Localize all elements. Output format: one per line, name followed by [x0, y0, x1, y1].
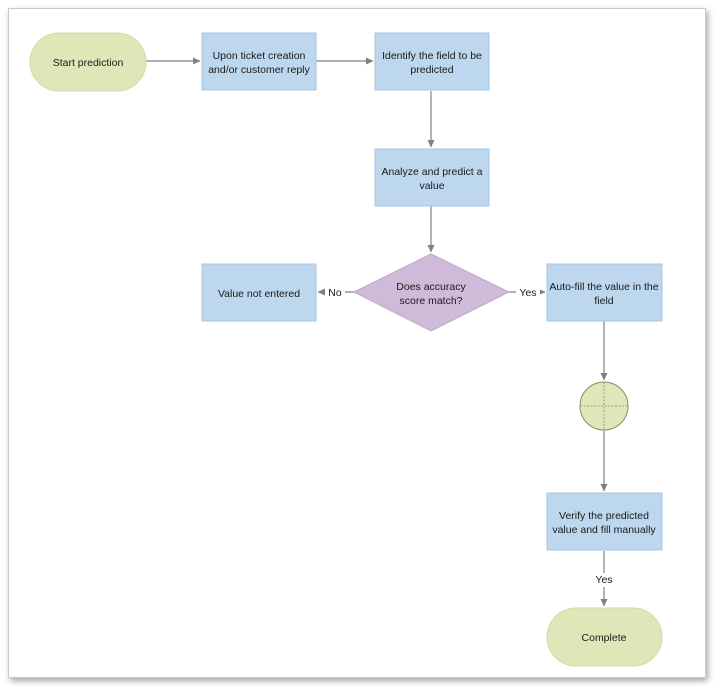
node-autofill: Auto-fill the value in the field: [546, 263, 663, 322]
edge-label-yes-bottom-bg: [592, 573, 616, 587]
node-ticket-creation-label-line-1: Upon ticket creation: [213, 50, 306, 62]
node-analyze-predict: Analyze and predict a value: [374, 148, 490, 207]
node-value-not-entered-label-line-1: Value not entered: [218, 288, 300, 300]
node-autofill-label-line-1: Auto-fill the value in the: [549, 281, 658, 293]
node-decision-accuracy: Does accuracy score match?: [352, 253, 511, 332]
node-complete-label-line-1: Complete: [582, 632, 627, 644]
node-ticket-creation: Upon ticket creation and/or customer repl…: [201, 32, 317, 91]
node-identify-field-label-line-1: Identify the field to be: [382, 50, 482, 62]
node-start: Start prediction: [29, 32, 147, 92]
node-identify-field-label: Identify the field to be predicted: [382, 50, 482, 76]
node-value-not-entered-label: Value not entered: [218, 288, 300, 300]
node-verify-manual: Verify the predicted value and fill manua…: [546, 492, 663, 551]
node-connector: [579, 381, 629, 431]
node-autofill-label-line-2: field: [594, 295, 613, 307]
node-identify-field: Identify the field to be predicted: [374, 32, 490, 91]
edge-label-no-bg: [325, 285, 345, 299]
node-verify-manual-label-line-1: Verify the predicted: [559, 510, 649, 522]
edge-label-yes-bg: [516, 285, 540, 299]
node-autofill-label: Auto-fill the value in the field: [549, 281, 658, 307]
node-value-not-entered: Value not entered: [201, 263, 317, 322]
node-complete: Complete: [546, 607, 663, 667]
node-analyze-predict-label-line-1: Analyze and predict a: [382, 166, 483, 178]
edges: [145, 57, 608, 607]
node-analyze-predict-label-line-2: value: [419, 180, 444, 192]
node-start-label: Start prediction: [53, 57, 124, 69]
edge-label-yes-right: Yes: [519, 287, 536, 299]
edge-label-yes-bottom: Yes: [595, 574, 612, 586]
node-start-label-line-1: Start prediction: [53, 57, 124, 69]
node-verify-manual-label: Verify the predicted value and fill manua…: [552, 510, 656, 536]
node-analyze-predict-label: Analyze and predict a value: [382, 166, 483, 192]
node-identify-field-label-line-2: predicted: [410, 64, 453, 76]
edge-label-no: No: [328, 287, 342, 299]
node-verify-manual-label-line-2: value and fill manually: [552, 524, 656, 536]
node-ticket-creation-label-line-2: and/or customer reply: [208, 64, 310, 76]
node-complete-label: Complete: [582, 632, 627, 644]
node-decision-accuracy-label-line-2: score match?: [399, 295, 462, 307]
node-ticket-creation-label: Upon ticket creation and/or customer repl…: [208, 50, 310, 76]
node-decision-accuracy-label-line-1: Does accuracy: [396, 281, 466, 293]
node-decision-accuracy-label: Does accuracy score match?: [396, 281, 466, 307]
diagram-canvas: [8, 8, 706, 678]
